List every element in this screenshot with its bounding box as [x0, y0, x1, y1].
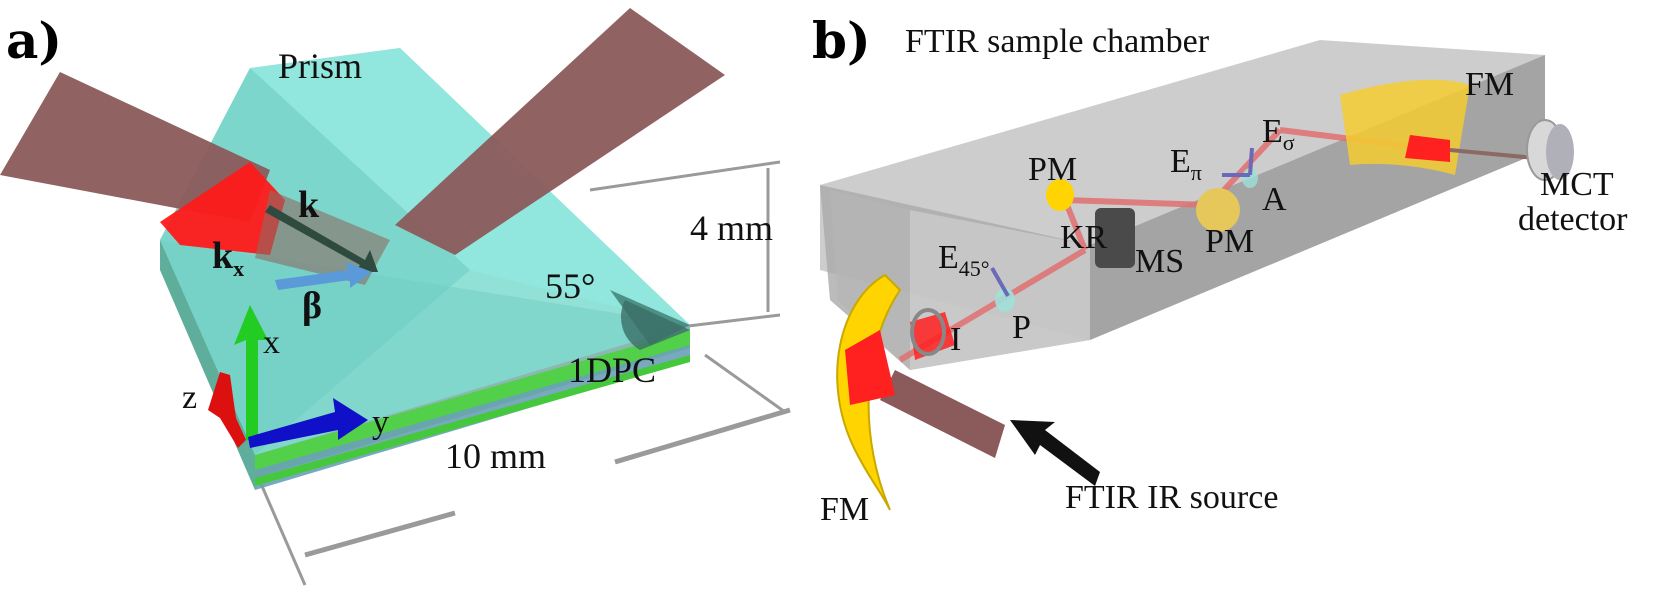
- mct-detector: [1526, 119, 1574, 181]
- pc-label: 1DPC: [568, 350, 656, 390]
- iris-label: I: [950, 321, 961, 358]
- polarizer-label: P: [1012, 309, 1031, 346]
- analyzer-label: A: [1262, 181, 1287, 218]
- parabolic-mirror-right: [1196, 188, 1240, 232]
- beam-to-detector: [1449, 148, 1536, 160]
- axis-y-label: y: [372, 404, 389, 441]
- pm-left-label: PM: [1028, 151, 1077, 188]
- source-arrow: [1010, 420, 1100, 486]
- panel-a: a) Prism k kx β 4 mm 55° 10 mm 1DPC x y …: [0, 8, 791, 586]
- esigma-label: Eσ: [1262, 113, 1295, 155]
- chamber-label: FTIR sample chamber: [905, 23, 1210, 60]
- polarization-vectors: [990, 147, 1254, 297]
- axis-z-label: z: [182, 379, 197, 416]
- axes-a: [208, 305, 368, 448]
- polarizer: [995, 288, 1015, 312]
- iris: [910, 308, 946, 356]
- width-dimension-label: 10 mm: [445, 436, 546, 476]
- beta-label: β: [302, 285, 322, 327]
- height-dimension-label: 4 mm: [690, 208, 773, 248]
- k-vector-label: k: [298, 184, 320, 226]
- red-spot-top: [1405, 135, 1450, 162]
- prism-label: Prism: [278, 46, 362, 86]
- kx-vector-label: kx: [212, 235, 244, 281]
- panel-b: b) FTIR sample chamber FM MCT detector P…: [812, 11, 1628, 528]
- focusing-mirror-top: [1340, 79, 1470, 175]
- ir-source-beam: [880, 370, 1005, 458]
- epi-label: Eπ: [1170, 143, 1202, 185]
- e45-label: E45°: [938, 239, 990, 281]
- kr-label: KR: [1060, 219, 1108, 256]
- angle-label: 55°: [545, 266, 595, 306]
- panel-label-b: b): [812, 11, 871, 70]
- wave-vectors: [265, 205, 378, 290]
- ms-label: MS: [1135, 243, 1184, 280]
- fm-bottom-label: FM: [820, 491, 869, 528]
- mct-label-line2: detector: [1518, 201, 1628, 238]
- axis-x-label: x: [263, 324, 280, 361]
- red-spot-bottom: [845, 330, 895, 405]
- fm-top-label: FM: [1465, 66, 1514, 103]
- mct-label-line1: MCT: [1540, 166, 1614, 203]
- mirror-stage: [1095, 208, 1135, 268]
- panel-label-a: a): [6, 11, 62, 70]
- source-label: FTIR IR source: [1065, 479, 1278, 516]
- parabolic-mirror-left: [1046, 179, 1074, 211]
- pm-right-label: PM: [1205, 223, 1254, 260]
